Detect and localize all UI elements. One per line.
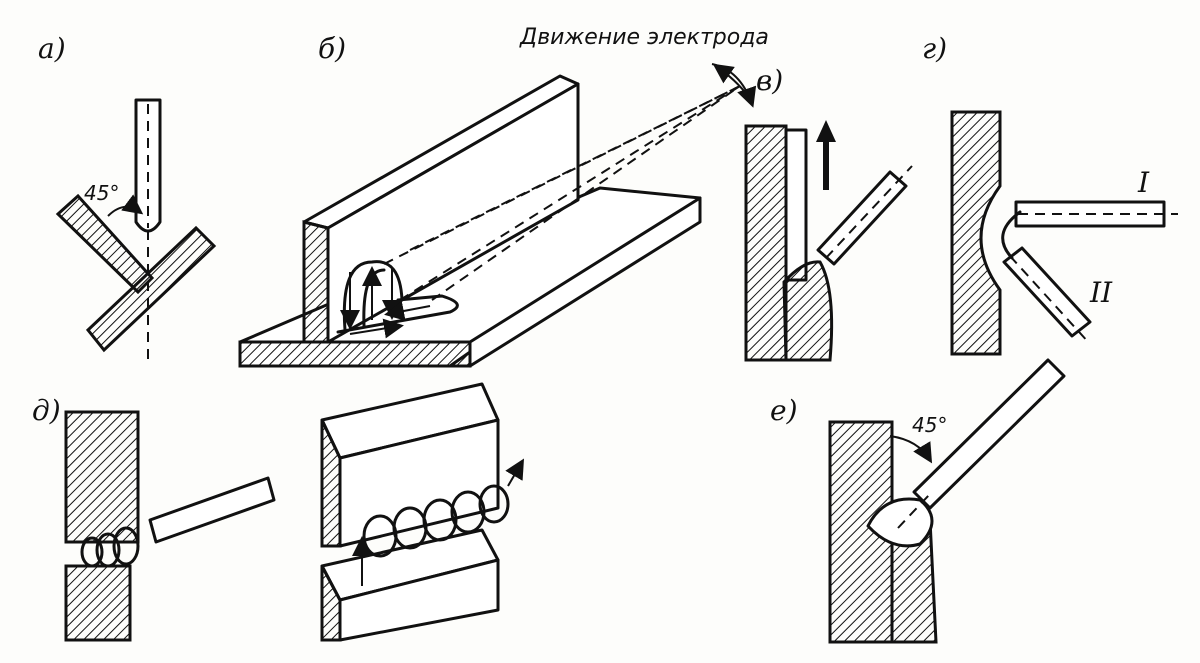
- angle-e-text: 45°: [912, 413, 947, 437]
- label-d: д): [32, 394, 61, 427]
- figure-b: б): [238, 32, 757, 368]
- electrode-v: [816, 170, 908, 266]
- electrode-motion-caption: Движение электрода: [519, 25, 769, 50]
- plate-v: [784, 128, 808, 282]
- label-g: г): [922, 32, 947, 65]
- label-a: а): [38, 32, 66, 65]
- plate-d-bottom: [64, 564, 132, 642]
- base-plate-section: [238, 340, 472, 368]
- plate-d-top: [64, 410, 140, 544]
- base-plate-side: [468, 196, 702, 368]
- angle-a-text: 45°: [84, 181, 119, 205]
- electrode-e: [912, 358, 1066, 510]
- electrode-pos-2: [1002, 246, 1092, 338]
- label-v: в): [756, 64, 783, 97]
- figure-d: д): [32, 382, 525, 642]
- figure-a: а) 45°: [38, 32, 217, 362]
- label-b: б): [318, 32, 346, 65]
- wall-v: [744, 124, 788, 362]
- block-bottom-side: [338, 558, 500, 642]
- label-e: е): [770, 394, 798, 427]
- block-top-side: [338, 418, 500, 548]
- wall-g: [950, 110, 1002, 356]
- weld-bead-v: [782, 260, 834, 362]
- plate-a-right: [85, 225, 217, 353]
- figure-v: в): [744, 64, 913, 362]
- weld-pool-e: [866, 497, 934, 548]
- figure-g: г) I II: [922, 32, 1178, 356]
- electrode-d: [148, 476, 276, 544]
- pos-2-label: II: [1089, 276, 1113, 309]
- web-section: [302, 220, 330, 344]
- pos-1-label: I: [1137, 166, 1150, 199]
- figure-e: е) 45°: [770, 358, 1066, 644]
